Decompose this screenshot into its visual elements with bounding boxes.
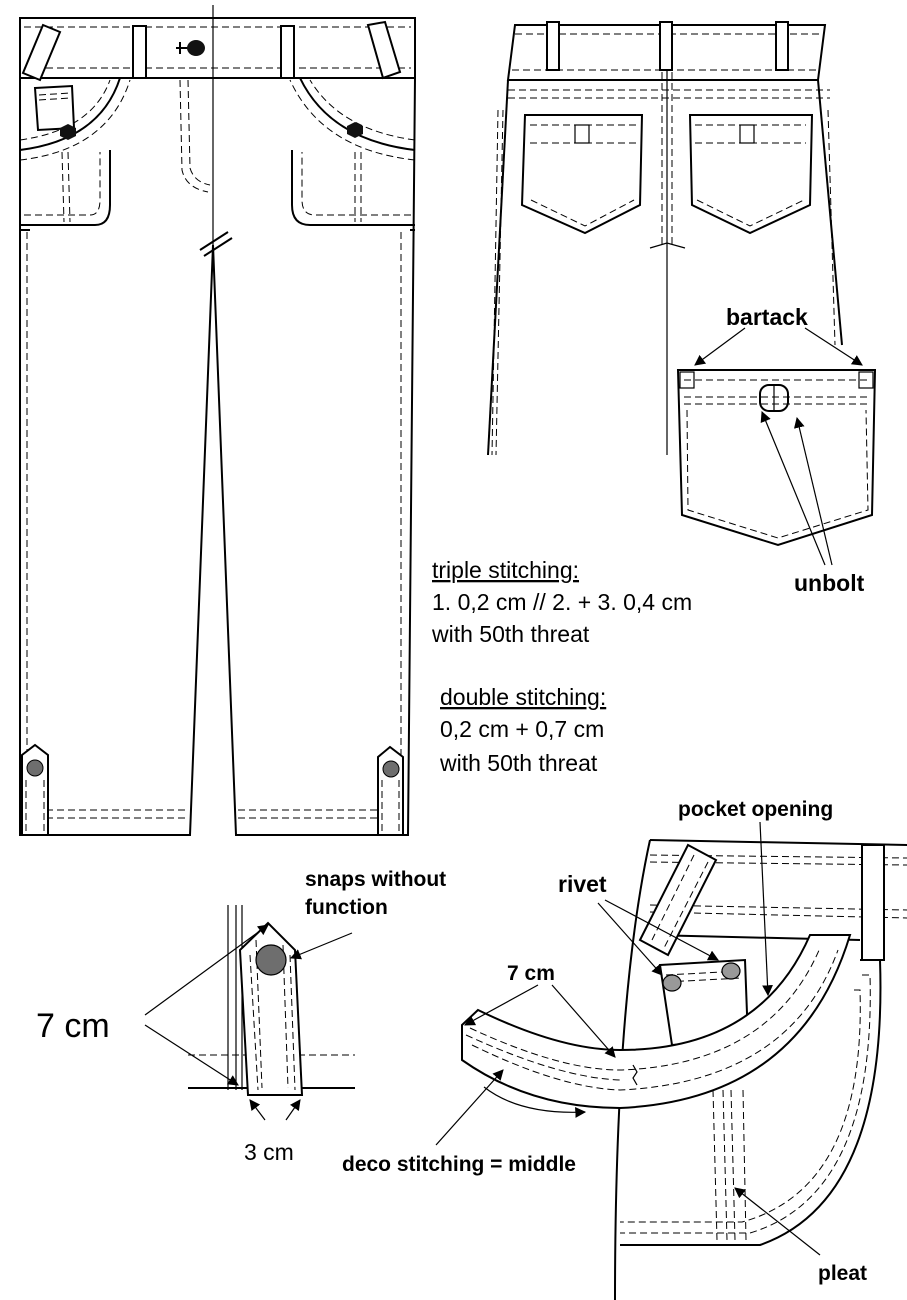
double-stitching-line2: with 50th threat — [439, 750, 598, 776]
back-pocket-right — [688, 114, 814, 235]
snap-icon — [255, 944, 287, 976]
snap-icon — [382, 760, 400, 778]
front-belt-loop — [366, 20, 402, 80]
front-pocket-opening — [299, 77, 416, 151]
back-belt-loop — [775, 21, 789, 71]
label-tab-width: 3 cm — [244, 1139, 294, 1165]
back-belt-loop — [659, 21, 673, 71]
label-bartack: bartack — [726, 304, 808, 330]
label-rivet: rivet — [558, 871, 607, 897]
double-stitching-heading: double stitching: — [440, 684, 606, 710]
back-view-pants — [487, 21, 843, 456]
label-unbolt: unbolt — [794, 570, 865, 596]
hem-tab-detail — [188, 905, 355, 1096]
annotation-arrows — [144, 327, 863, 1256]
label-tab-length: 7 cm — [36, 1007, 110, 1045]
label-pleat: pleat — [818, 1262, 867, 1285]
coin-pocket — [33, 84, 76, 132]
front-belt-loop — [21, 23, 62, 82]
front-belt-loop — [280, 25, 295, 79]
label-snaps-line2: function — [305, 896, 388, 919]
hem-tab-left — [21, 743, 49, 836]
front-belt-loop — [132, 25, 147, 79]
back-pocket-left — [520, 114, 644, 235]
rivet-icon — [60, 124, 76, 140]
rivet-icon — [347, 122, 363, 138]
double-stitching-line1: 0,2 cm + 0,7 cm — [440, 716, 604, 742]
rivet-icon — [662, 974, 682, 992]
front-view-pants — [19, 5, 416, 836]
front-pants-body — [19, 77, 416, 836]
waistband-button-icon — [176, 40, 205, 56]
back-belt-loop — [546, 21, 560, 71]
triple-stitching-heading: triple stitching: — [432, 557, 579, 583]
detail-pocket-curve — [461, 934, 852, 1110]
pocket-opening-detail — [461, 839, 907, 1300]
label-pocket-length: 7 cm — [507, 962, 555, 985]
triple-stitching-line2: with 50th threat — [431, 621, 590, 647]
back-pocket-detail — [676, 369, 877, 547]
front-pocket-opening — [19, 77, 121, 151]
label-deco-stitching: deco stitching = middle — [342, 1153, 576, 1176]
snap-icon — [26, 759, 44, 777]
rivet-icon — [721, 962, 741, 980]
hem-tab-right — [377, 745, 404, 836]
detail-belt-loop — [638, 843, 718, 957]
detail-belt-loop — [861, 844, 885, 961]
label-pocket-opening: pocket opening — [678, 798, 833, 821]
triple-stitching-line1: 1. 0,2 cm // 2. + 3. 0,4 cm — [432, 589, 692, 615]
label-snaps-line1: snaps without — [305, 868, 446, 891]
